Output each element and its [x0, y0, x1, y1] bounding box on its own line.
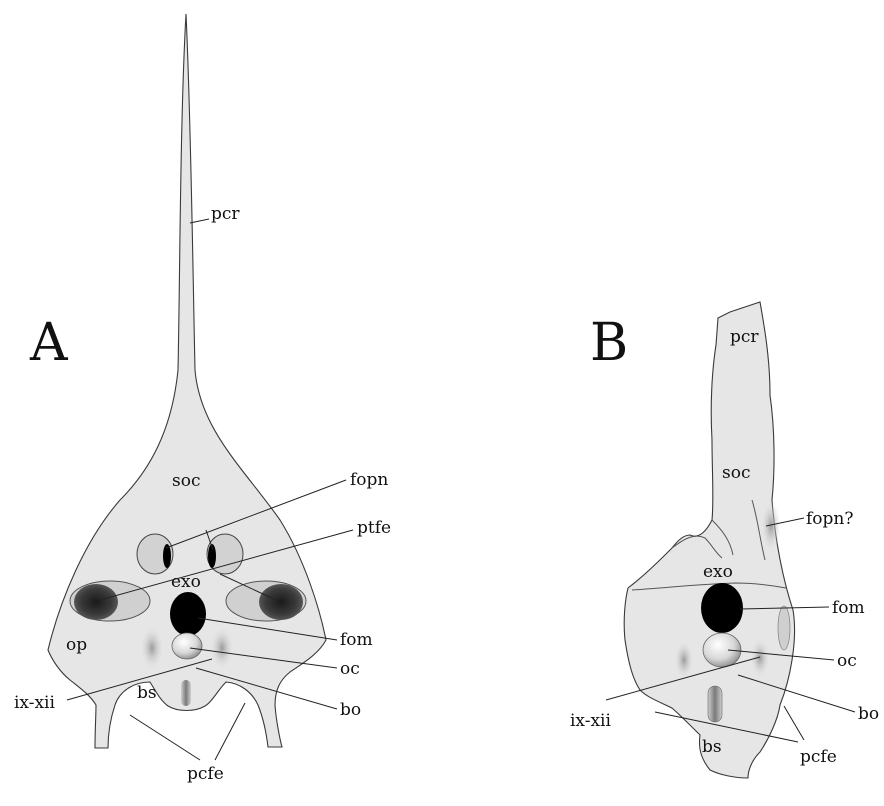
panel-label-a: A [29, 313, 69, 373]
leader-pcr-a [190, 219, 209, 223]
shade-right-a [210, 626, 234, 670]
label-pcfe-a: pcfe [187, 764, 224, 784]
label-fom-a: fom [340, 630, 373, 650]
label-pcr-b: pcr [730, 327, 759, 347]
label-ixxii-b: ix-xii [570, 711, 611, 731]
label-bo-b: bo [858, 704, 879, 724]
panel-b: B pcr soc fopn? exo fom oc ix-xii bs bo … [570, 302, 879, 778]
label-ptfe-a: ptfe [357, 518, 391, 538]
shade-left-a [140, 626, 164, 670]
label-bs-a: bs [137, 683, 157, 703]
label-ixxii-a: ix-xii [14, 693, 55, 713]
leader-pcfe-b-2 [784, 706, 804, 740]
fom-b [701, 583, 743, 633]
label-bs-b: bs [702, 737, 722, 757]
label-fopn-b: fopn? [806, 509, 853, 529]
label-fom-b: fom [832, 598, 865, 618]
fopn-shade-b [761, 500, 781, 552]
label-pcr-a: pcr [211, 204, 240, 224]
oc-b [703, 633, 741, 667]
lateral-crest-b [778, 606, 790, 650]
shade-left-b [674, 640, 694, 680]
oc-a [172, 633, 202, 659]
label-oc-a: oc [340, 659, 360, 679]
label-pcfe-b: pcfe [800, 747, 837, 767]
leader-pcfe-a-2 [215, 703, 245, 760]
fom-a [170, 592, 206, 636]
label-op-a: op [66, 635, 87, 655]
label-soc-b: soc [722, 463, 750, 483]
label-exo-b: exo [703, 562, 733, 582]
label-exo-a: exo [171, 572, 201, 592]
ptfe-left-a [74, 584, 118, 620]
label-fopn-a: fopn [350, 470, 388, 490]
bs-lobe-a [181, 680, 191, 706]
bs-lobe-b [708, 686, 722, 722]
label-oc-b: oc [837, 651, 857, 671]
shade-right-b [750, 638, 770, 678]
label-bo-a: bo [340, 700, 361, 720]
ptfe-right-a [259, 584, 303, 620]
panel-a: A pcr soc fopn ptfe exo op fom oc ix-xii… [14, 14, 391, 784]
label-soc-a: soc [172, 471, 200, 491]
panel-label-b: B [590, 313, 628, 373]
leader-pcfe-a-1 [130, 715, 200, 760]
